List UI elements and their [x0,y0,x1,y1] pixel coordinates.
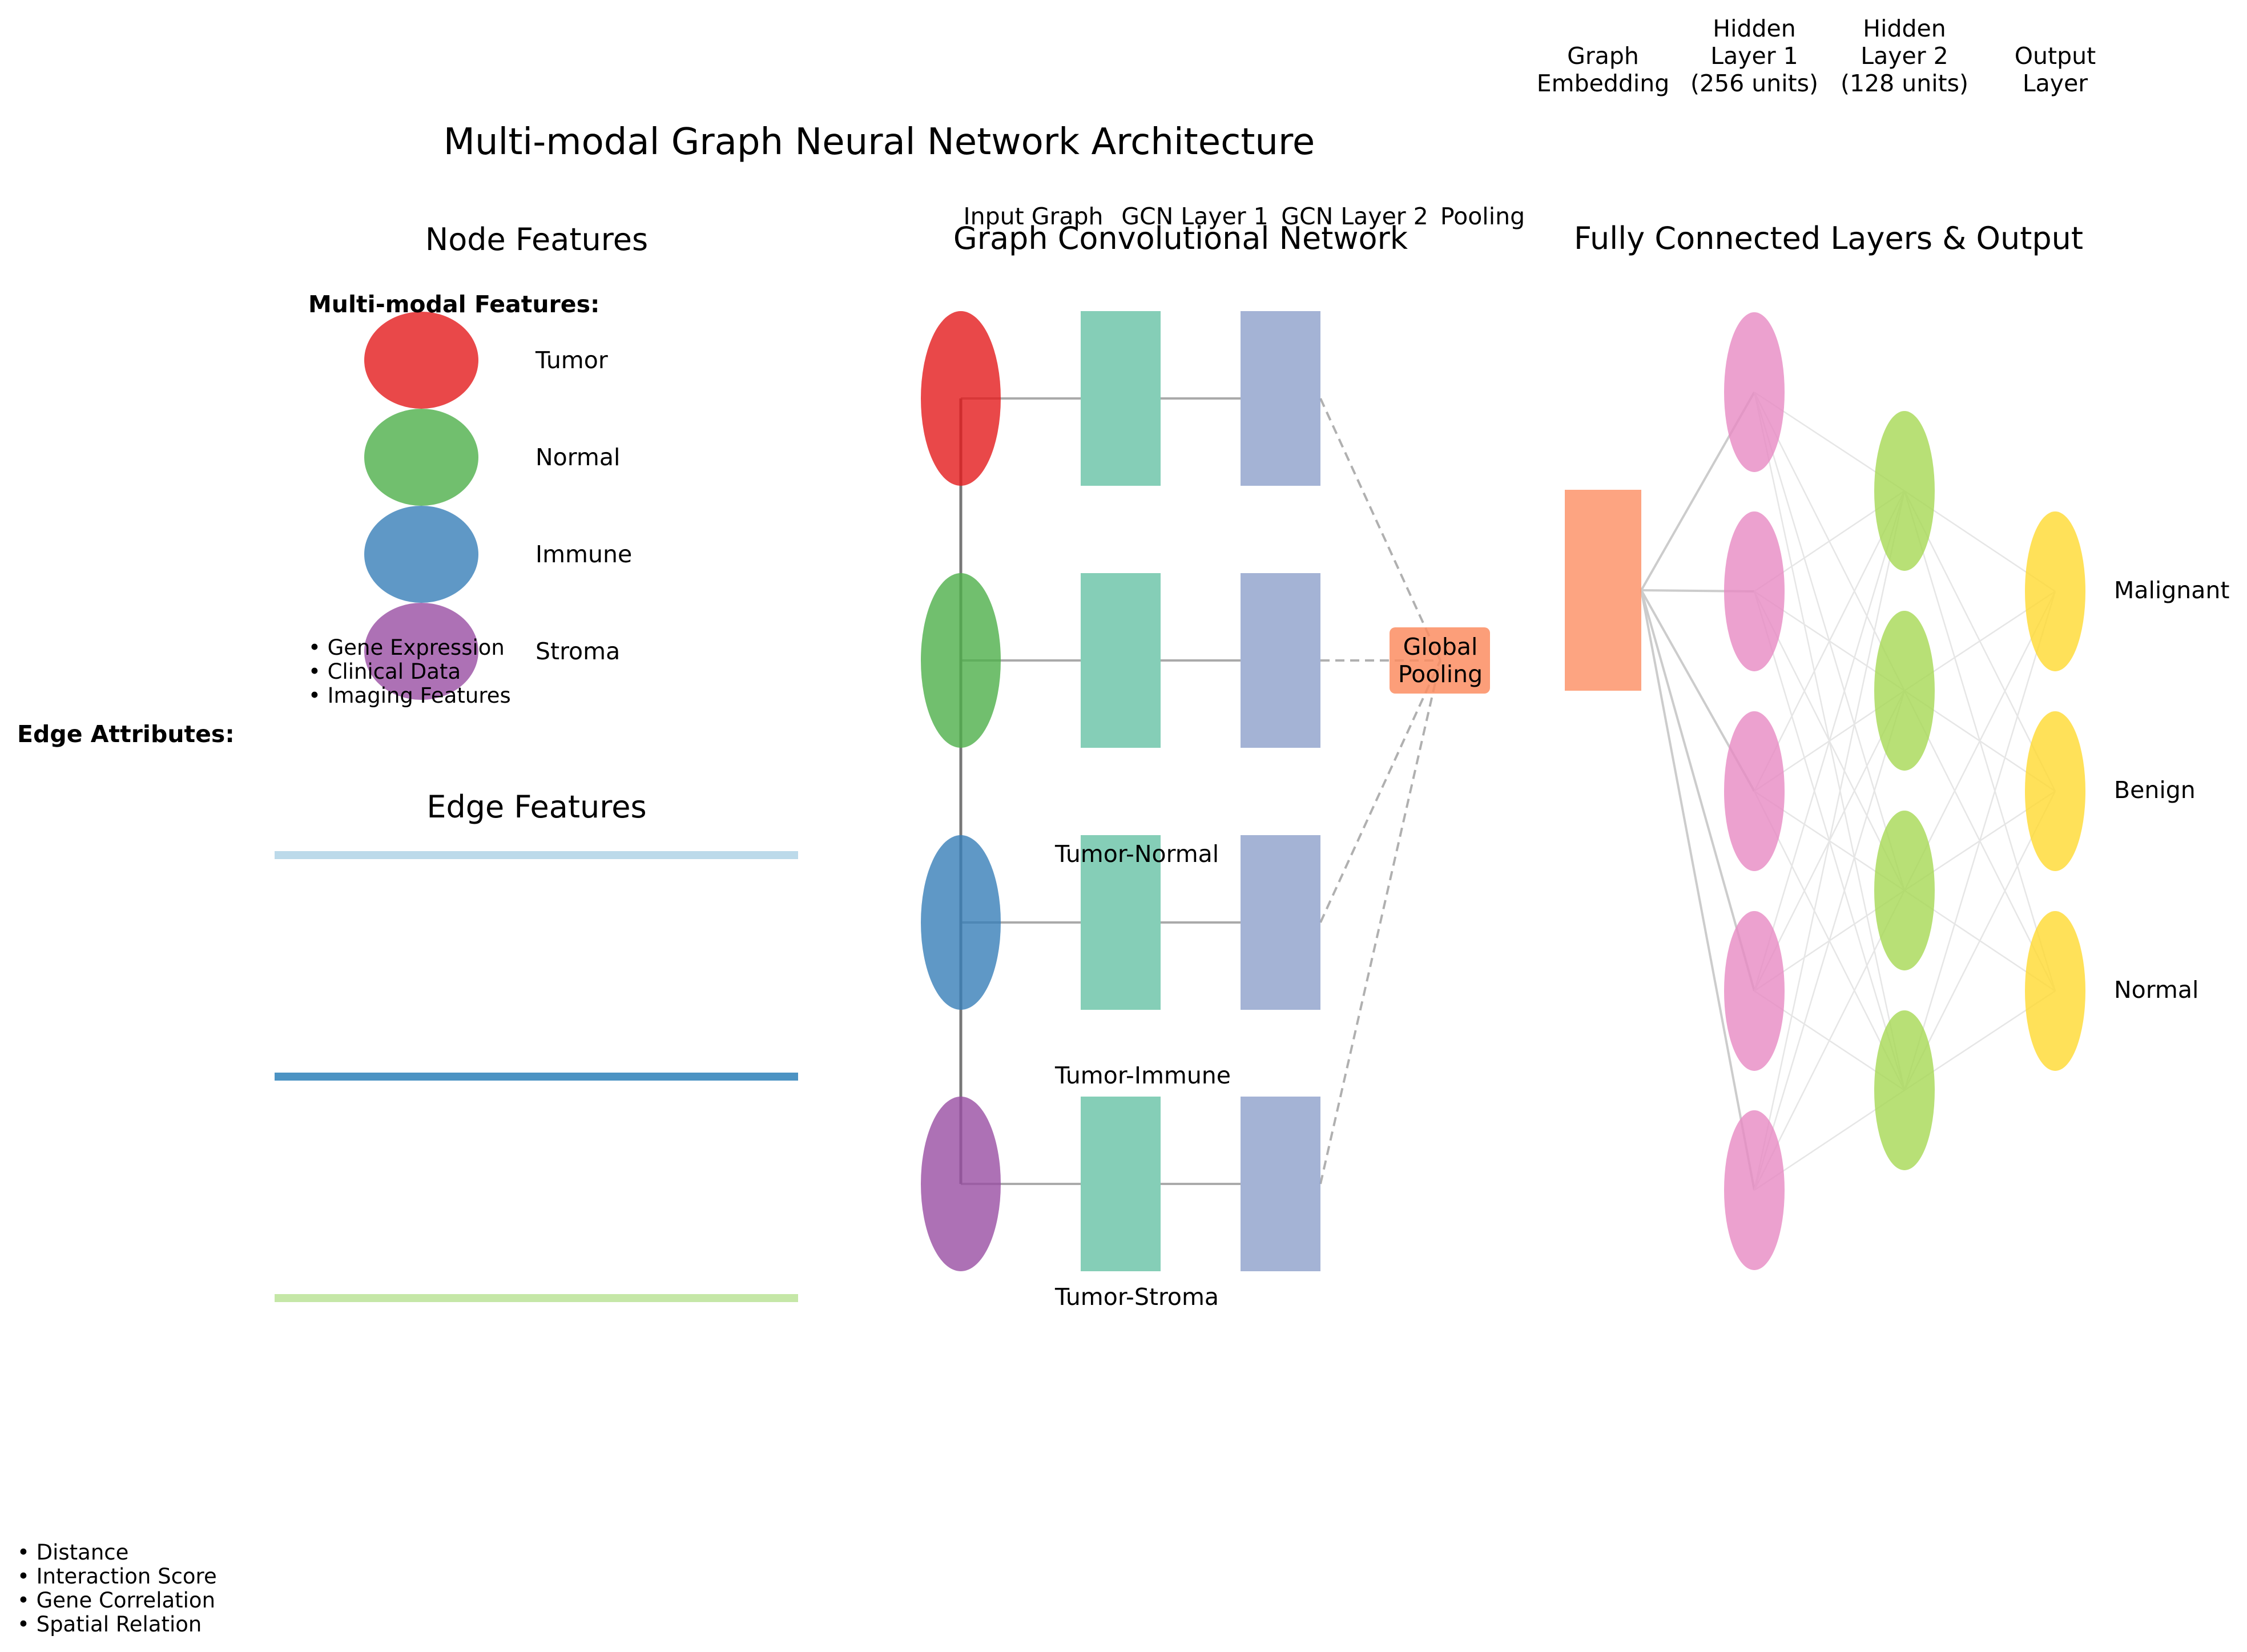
hidden2-neuron [1874,1010,1935,1170]
gcn-edge-layer2-to-pooling [1319,660,1441,923]
edge-label-tumor-immune: Tumor-Immune [1054,1062,1231,1089]
fc-edge-embedding-to-hidden1 [1640,590,1755,1191]
hidden1-neuron [1724,511,1785,671]
fc-edge-hidden1-to-hidden2 [1753,490,1906,992]
section-title-node-features: Node Features [425,221,648,257]
node-legend-label-normal: Normal [535,444,620,471]
output-label-normal: Normal [2114,976,2198,1004]
edge-bullet-distance: • Distance [17,1540,128,1565]
hidden2-neuron [1874,411,1935,571]
stage-label-gcn-layer-1: GCN Layer 1 [1121,203,1269,230]
node-legend-marker-tumor [364,312,478,409]
node-bullet-gene-expression: • Gene Expression [308,635,505,660]
gcn-layer2-block [1241,311,1320,486]
gcn-edge-layer2-to-pooling [1319,398,1441,661]
node-legend-marker-immune [364,506,478,603]
edge-label-tumor-stroma: Tumor-Stroma [1054,1283,1219,1311]
gcn-layer2-block [1241,835,1320,1010]
stage-label-pooling: Pooling [1440,203,1525,230]
node-legend-marker-stroma [364,603,478,700]
gcn-layer2-block [1241,1097,1320,1271]
node-bullet-imaging-features: • Imaging Features [308,683,511,708]
input-node-tumor [921,311,1001,486]
hidden2-neuron [1874,611,1935,771]
gcn-edge-layer2-to-pooling [1319,660,1441,1184]
output-label-malignant: Malignant [2114,577,2229,604]
gcn-layer1-block [1081,573,1161,748]
gcn-layer1-block [1081,835,1161,1010]
hidden1-neuron [1724,312,1785,472]
hidden2-neuron [1874,811,1935,970]
node-bullet-clinical-data: • Clinical Data [308,659,461,684]
gcn-layer1-block [1081,311,1161,486]
node-legend-label-stroma: Stroma [535,638,620,665]
node-legend-label-tumor: Tumor [535,346,608,374]
section-title-fc: Fully Connected Layers & Output [1574,220,2083,256]
gcn-layer2-block [1241,573,1320,748]
node-legend-label-immune: Immune [535,541,632,568]
fc-edge-hidden2-to-output [1903,591,2056,891]
diagram-title: Multi-modal Graph Neural Network Archite… [444,121,1315,163]
edge-legend-heading: Edge Attributes: [17,720,235,748]
section-title-edge-features: Edge Features [426,789,646,825]
hidden1-neuron [1724,911,1785,1071]
output-neuron-benign [2025,711,2085,871]
fc-edge-hidden2-to-output [1903,791,2056,1091]
output-neuron-normal [2025,911,2085,1071]
output-neuron-malignant [2025,511,2085,671]
fc-edge-hidden1-to-hidden2 [1753,890,1906,1191]
global-pooling-box [1390,627,1490,694]
fc-edge-embedding-to-hidden1 [1640,590,1755,992]
fc-edge-hidden1-to-hidden2 [1753,690,1906,1191]
fc-edge-hidden1-to-hidden2 [1753,490,1906,1191]
graph-embedding-block [1565,490,1641,691]
gcn-layer1-block [1081,1097,1161,1271]
node-legend-marker-normal [364,409,478,506]
node-legend-heading: Multi-modal Features: [308,291,599,318]
stage-label-input-graph: Input Graph [964,203,1104,230]
output-label-benign: Benign [2114,776,2196,804]
input-node-stroma [921,1097,1001,1271]
hidden1-neuron [1724,1110,1785,1270]
input-node-normal [921,573,1001,748]
input-node-immune [921,835,1001,1010]
edge-bullet-interaction-score: • Interaction Score [17,1564,217,1589]
fc-edge-hidden2-to-output [1903,591,2056,1091]
hidden1-neuron [1724,711,1785,871]
fc-edge-hidden1-to-hidden2 [1753,490,1906,792]
edge-label-tumor-normal: Tumor-Normal [1054,840,1219,868]
section-title-gcn: Graph Convolutional Network [953,220,1408,256]
edge-bullet-spatial-relation: • Spatial Relation [17,1612,202,1637]
stage-label-gcn-layer-2: GCN Layer 2 [1281,203,1428,230]
edge-bullet-gene-correlation: • Gene Correlation [17,1588,215,1613]
